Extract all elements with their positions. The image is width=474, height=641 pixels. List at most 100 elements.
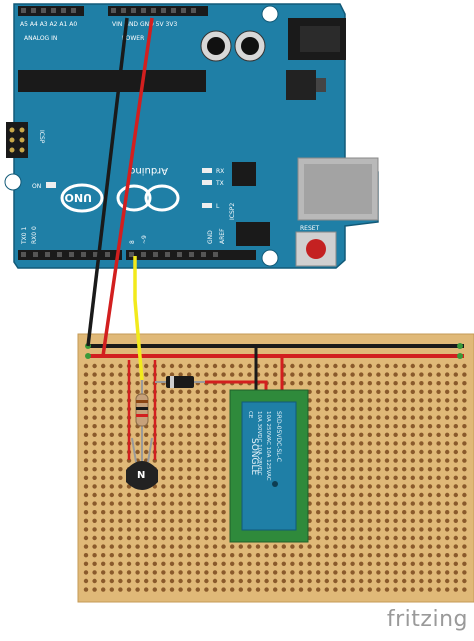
perfboard-hole <box>427 501 433 506</box>
perfboard-hole <box>427 544 433 549</box>
perfboard-hole <box>290 570 295 575</box>
perfboard-hole <box>436 458 441 463</box>
perfboard-hole <box>341 527 347 532</box>
perfboard-hole <box>169 535 175 541</box>
perfboard-hole <box>298 553 304 558</box>
perfboard-hole <box>169 553 175 558</box>
perfboard-hole <box>273 372 278 377</box>
perfboard-hole <box>144 363 149 369</box>
perfboard-hole <box>453 518 458 523</box>
perfboard-hole <box>161 406 166 412</box>
perfboard-hole <box>204 449 209 455</box>
perfboard-hole <box>92 587 97 592</box>
perfboard-hole <box>350 484 355 489</box>
perfboard-hole <box>402 441 407 446</box>
perfboard-hole <box>238 570 243 575</box>
perfboard-hole <box>393 389 398 394</box>
perfboard-hole <box>341 389 347 394</box>
perfboard-hole <box>92 372 97 377</box>
perfboard-hole <box>187 561 192 566</box>
perfboard-hole <box>376 475 381 480</box>
perfboard-hole <box>350 363 355 369</box>
perfboard-hole <box>169 561 175 566</box>
perfboard-hole <box>393 535 398 541</box>
perfboard-hole <box>195 415 200 420</box>
perfboard-hole <box>144 553 149 558</box>
reset-button[interactable] <box>295 231 337 267</box>
perfboard-hole <box>402 449 407 455</box>
perfboard-hole <box>453 484 458 489</box>
arduino-board: A5 A4 A3 A2 A1 A0 ANALOG IN VIN GND GND … <box>4 3 379 269</box>
perfboard-hole <box>393 458 398 463</box>
perfboard-hole <box>316 441 321 446</box>
icsp-header <box>6 122 28 158</box>
perfboard-hole <box>436 570 441 575</box>
perfboard-hole <box>247 578 252 584</box>
perfboard-hole <box>359 363 364 369</box>
perfboard-hole <box>324 449 329 455</box>
perfboard-hole <box>109 535 115 541</box>
perfboard-hole <box>427 467 433 472</box>
perfboard-hole <box>118 501 123 506</box>
perfboard-hole <box>169 441 175 446</box>
perfboard-hole <box>410 501 415 506</box>
perfboard-hole <box>281 587 286 592</box>
perfboard-hole <box>118 518 123 523</box>
perfboard-hole <box>341 372 347 377</box>
perfboard-hole <box>83 432 89 437</box>
perfboard-hole <box>316 406 321 412</box>
perfboard-hole <box>144 570 149 575</box>
perfboard-hole <box>462 510 467 515</box>
perfboard-hole <box>101 406 106 412</box>
perfboard-hole <box>384 553 390 558</box>
perfboard-hole <box>169 406 175 412</box>
perfboard-hole <box>427 424 433 429</box>
perfboard-hole <box>445 458 450 463</box>
perfboard-hole <box>341 441 347 446</box>
perfboard-hole <box>333 492 338 498</box>
perfboard-hole <box>445 467 450 472</box>
perfboard-hole <box>195 527 200 532</box>
perfboard-hole <box>92 381 97 386</box>
perfboard-hole <box>204 424 209 429</box>
perfboard-hole <box>83 578 89 584</box>
perfboard-hole <box>367 415 372 420</box>
perfboard-hole <box>178 527 183 532</box>
perfboard-hole <box>204 415 209 420</box>
perfboard-hole <box>384 432 390 437</box>
perfboard-hole <box>204 372 209 377</box>
perfboard-hole <box>169 578 175 584</box>
perfboard-hole <box>376 510 381 515</box>
perfboard-hole <box>341 432 347 437</box>
perfboard-hole <box>324 363 329 369</box>
perfboard-hole <box>247 570 252 575</box>
perfboard-hole <box>126 553 132 558</box>
perfboard-hole <box>126 578 132 584</box>
perfboard-hole <box>427 381 433 386</box>
perfboard-hole <box>393 398 398 403</box>
perfboard-hole <box>445 381 450 386</box>
perfboard-hole <box>212 570 218 575</box>
perfboard-hole <box>393 518 398 523</box>
perfboard-hole <box>359 449 364 455</box>
rx-label: RX <box>216 168 224 175</box>
perfboard-hole <box>92 415 97 420</box>
perfboard-hole <box>126 492 132 498</box>
perfboard-hole <box>221 415 226 420</box>
perfboard-hole <box>436 518 441 523</box>
perfboard-hole <box>333 415 338 420</box>
perfboard-hole <box>126 561 132 566</box>
perfboard-hole <box>83 441 89 446</box>
on-led <box>46 182 56 188</box>
reset-button-cap[interactable] <box>306 239 326 259</box>
perfboard-hole <box>152 527 157 532</box>
perfboard-hole <box>255 553 261 558</box>
perfboard-hole <box>118 441 123 446</box>
perfboard-hole <box>333 381 338 386</box>
perfboard-hole <box>462 527 467 532</box>
perfboard-hole <box>101 398 106 403</box>
perfboard-hole <box>212 553 218 558</box>
perfboard-hole <box>393 363 398 369</box>
perfboard-hole <box>101 363 106 369</box>
perfboard-hole <box>230 372 235 377</box>
